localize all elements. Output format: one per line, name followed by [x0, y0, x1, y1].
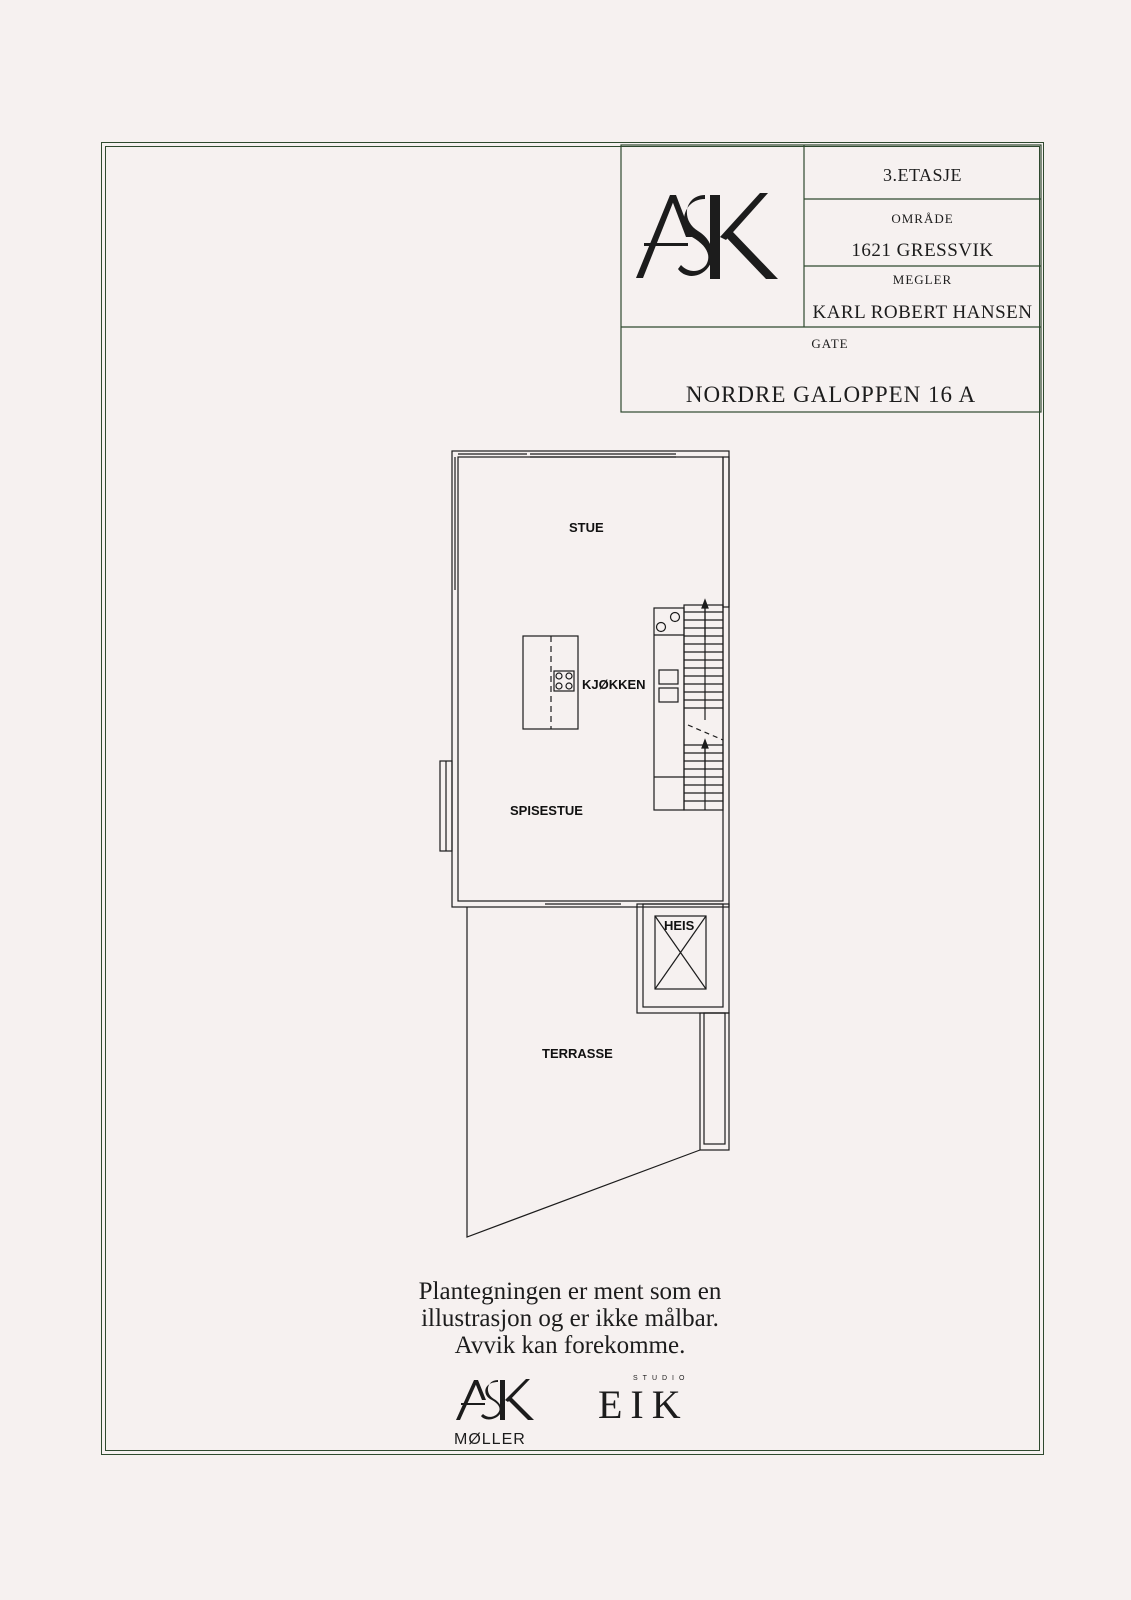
kitchen-counter [653, 607, 685, 811]
disclaimer-line-1: Plantegningen er ment som en [418, 1278, 722, 1305]
elevator-shaft [636, 903, 730, 1014]
page-frame-outer [101, 142, 1044, 1455]
room-label-terrasse: TERRASSE [542, 1046, 613, 1061]
staircase [683, 598, 724, 811]
street-label: GATE [811, 336, 849, 351]
terrace-outline [466, 907, 730, 1238]
stove-burner-icon [669, 611, 681, 623]
ask-logo [636, 193, 778, 279]
disclaimer-line-2: illustrasjon og er ikke målbar. [421, 1305, 719, 1332]
room-label-spisestue: SPISESTUE [510, 803, 583, 818]
area-value: 1621 GRESSVIK [851, 240, 994, 261]
ask-logo-mark [636, 193, 778, 279]
sink-icon [658, 687, 679, 703]
disclaimer-line-3: Avvik kan forekomme. [454, 1332, 686, 1359]
sink-icon [658, 669, 679, 685]
floor-label: 3.ETASJE [882, 165, 963, 185]
room-label-heis: HEIS [664, 918, 695, 933]
page-frame-inner [105, 146, 1040, 1451]
studio-eik-big: EIK [598, 1382, 689, 1427]
room-label-stue: STUE [569, 520, 604, 535]
stove-burner-icon [655, 621, 667, 633]
broker-label: MEGLER [892, 272, 953, 287]
ask-moller-sub: MØLLER [454, 1431, 526, 1448]
disclaimer: Plantegningen er ment som en illustrasjo… [330, 1278, 810, 1359]
street-value: NORDRE GALOPPEN 16 A [685, 382, 977, 407]
room-label-kjokken: KJØKKEN [582, 677, 646, 692]
ask-moller-logo: MØLLER [454, 1379, 534, 1448]
studio-eik-small: STUDIO [633, 1375, 689, 1382]
cooktop-icon [553, 670, 575, 692]
area-label: OMRÅDE [891, 211, 954, 226]
apartment-outer-wall [451, 450, 730, 908]
studio-eik-logo: STUDIO EIK [598, 1375, 689, 1427]
broker-value: KARL ROBERT HANSEN [812, 302, 1033, 323]
